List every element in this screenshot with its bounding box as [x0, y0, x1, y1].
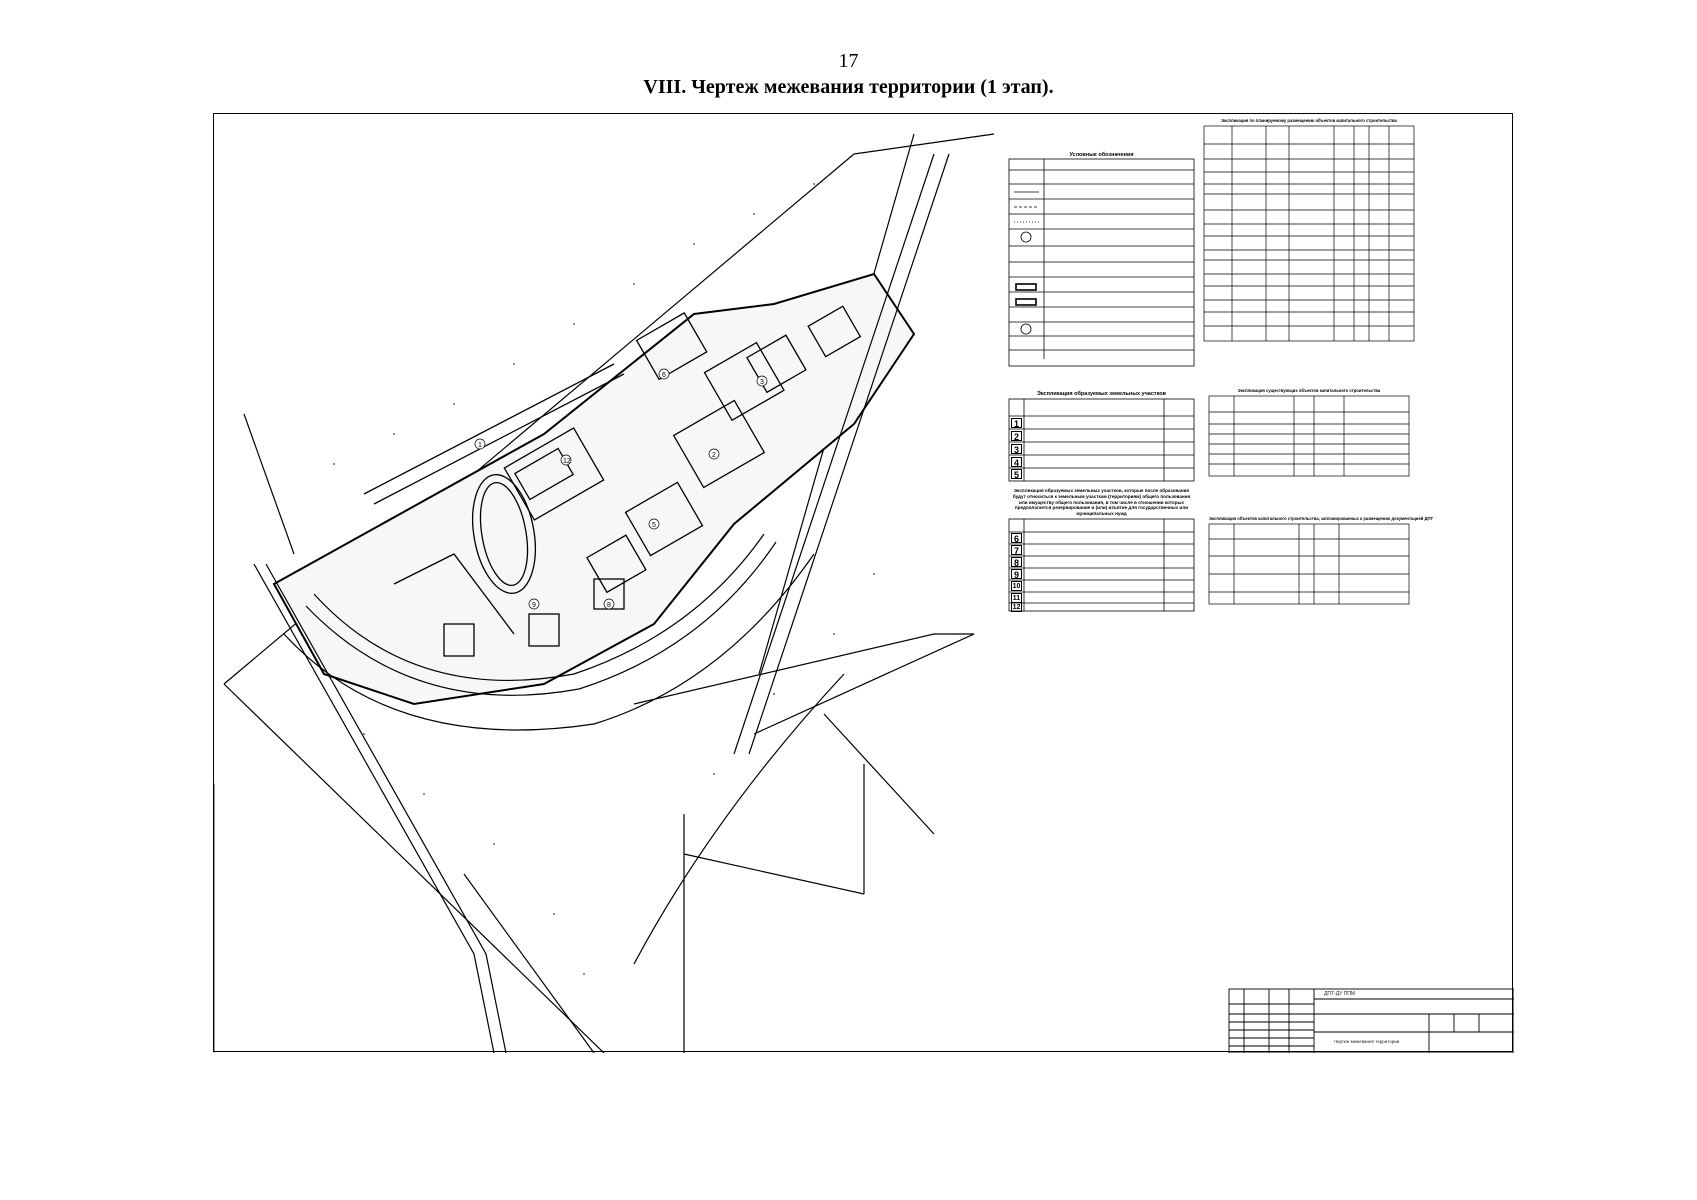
- table-b-row-number: 7: [1011, 545, 1022, 556]
- table-a-row-number: 4: [1011, 457, 1022, 468]
- table-b-row-number: 12: [1011, 602, 1022, 612]
- table-b-row-number: 10: [1011, 581, 1022, 591]
- svg-text:8: 8: [607, 602, 611, 609]
- table-a-grid: [1008, 398, 1195, 482]
- stamp-code: ДПТ-ДУ ППМ: [1324, 991, 1356, 997]
- table-b-grid: [1008, 518, 1195, 612]
- table-c-grid: [1203, 125, 1415, 342]
- parcel-numbers: 12 2 3 5 1 6 8 9: [474, 368, 768, 610]
- svg-text:6: 6: [662, 372, 666, 379]
- svg-text:5: 5: [652, 522, 656, 529]
- table-b-row-number: 8: [1011, 557, 1022, 568]
- table-d-title: Экспликация существующих объектов капита…: [1237, 388, 1381, 393]
- terrain-texture: [333, 183, 875, 975]
- svg-text:2: 2: [712, 452, 716, 459]
- table-a-row-number: 3: [1011, 444, 1022, 455]
- svg-text:1: 1: [478, 442, 482, 449]
- table-a-row-number: 2: [1011, 431, 1022, 442]
- svg-text:3: 3: [760, 379, 764, 386]
- site-plan-drawing: 12 2 3 5 1 6 8 9: [214, 125, 1514, 1053]
- table-e-grid: [1208, 523, 1410, 605]
- legend-title: Условные обозначения: [1069, 152, 1134, 158]
- svg-text:9: 9: [532, 602, 536, 609]
- table-e-title: Экспликация объектов капитального строит…: [1209, 516, 1434, 521]
- table-b-row-number: 6: [1011, 533, 1022, 544]
- table-d-grid: [1208, 395, 1410, 477]
- table-a-title: Экспликация образуемых земельных участко…: [1036, 391, 1167, 397]
- table-a-row-number: 5: [1011, 469, 1022, 480]
- svg-text:12: 12: [563, 458, 571, 465]
- table-b-title: Экспликация образуемых земельных участко…: [1012, 488, 1191, 517]
- legend-table: [1008, 158, 1195, 367]
- table-c-title: Экспликация по планируемому размещению о…: [1221, 118, 1397, 123]
- title-block-grid: [1228, 988, 1514, 1053]
- site-boundary: [272, 272, 916, 706]
- page-title: VIII. Чертеж межевания территории (1 эта…: [643, 76, 1054, 98]
- page-number: 17: [838, 50, 859, 72]
- table-a-row-number: 1: [1011, 418, 1022, 429]
- roads: [253, 153, 950, 1053]
- table-b-row-number: 9: [1011, 569, 1022, 580]
- stamp-sheet-name: Чертеж межевания территории: [1334, 1039, 1400, 1044]
- drawing-sheet: 12 2 3 5 1 6 8 9: [213, 113, 1514, 1053]
